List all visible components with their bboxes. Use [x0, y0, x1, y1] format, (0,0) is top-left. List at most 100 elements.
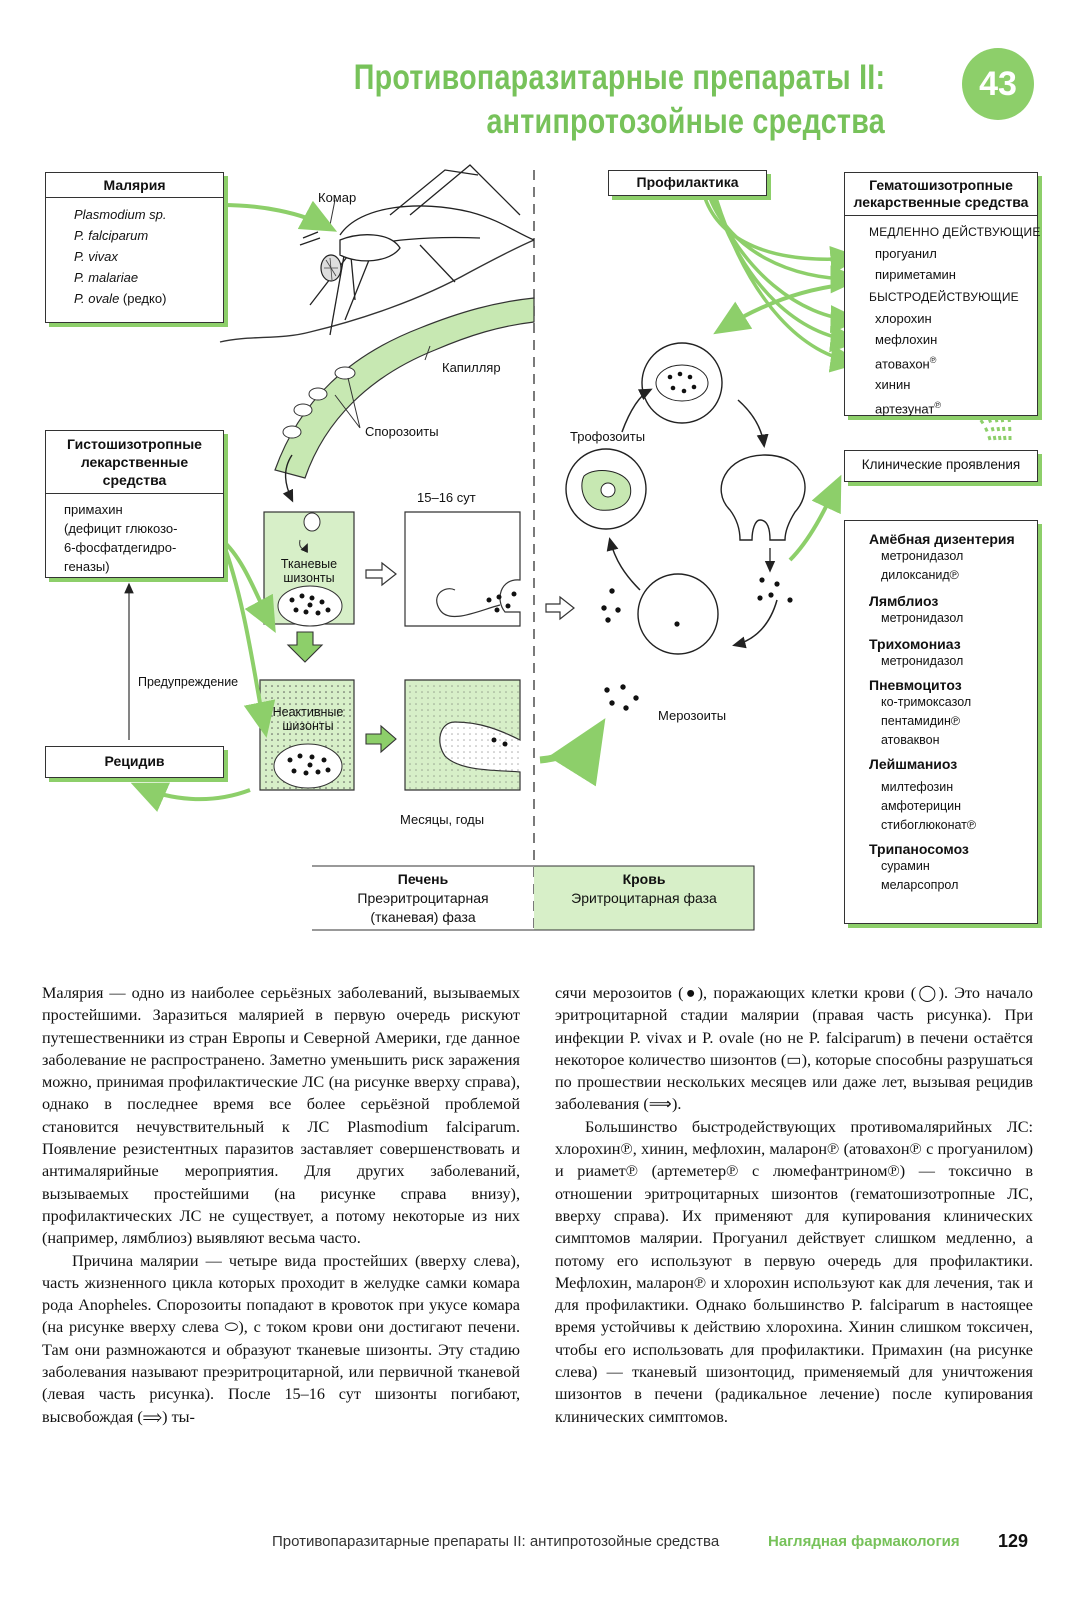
body-column-left: Малярия — одно из наиболее серьёзных заб…: [42, 982, 520, 1428]
disease-drug: метронидазол: [881, 654, 964, 668]
phase-liver-line2: (тканевая) фаза: [370, 909, 476, 925]
species-item: P. falciparum: [74, 228, 149, 243]
histo-note: (дефицит глюкозо-: [64, 521, 178, 536]
mosquito-drawing: [299, 164, 535, 336]
sporozoite: [334, 366, 356, 380]
histo-note: геназы): [64, 559, 110, 574]
slow-acting-heading: МЕДЛЕННО ДЕЙСТВУЮЩИЕ: [869, 225, 1041, 239]
erythrocyte-rupturing: [720, 454, 806, 541]
label-sporozoites: Спорозоиты: [365, 424, 439, 439]
page-number: 129: [998, 1531, 1029, 1551]
lifecycle-diagram: [124, 164, 1012, 931]
disease-drug: сурамин: [881, 859, 930, 873]
phase-blood-title: Кровь: [622, 871, 666, 887]
body-column-right: сячи мерозоитов (●), поражающих клетки к…: [555, 982, 1033, 1428]
label-inactive-1: Неактивные: [272, 705, 344, 719]
species-note: (редко): [122, 291, 167, 306]
body-paragraph: сячи мерозоитов (●), поражающих клетки к…: [555, 984, 1033, 1114]
disease-drug: пентамидин℗: [881, 714, 961, 728]
trademark-mark: ℗: [934, 400, 941, 411]
label-months-years: Месяцы, годы: [400, 812, 485, 827]
disease-name: Трихомониаз: [869, 636, 961, 652]
disease-drug: метронидазол: [881, 611, 964, 625]
body-paragraph: Причина малярии — четыре вида простейших…: [42, 1251, 520, 1426]
disease-name: Трипаносомоз: [869, 841, 969, 857]
phase-liver-line1: Преэритроцитарная: [357, 890, 489, 906]
species-item: P. vivax: [74, 249, 118, 264]
label-capillary: Капилляр: [442, 360, 501, 375]
sporozoite: [282, 425, 302, 439]
disease-drug: амфотерицин: [881, 799, 962, 813]
body-paragraph: Малярия — одно из наиболее серьёзных заб…: [42, 984, 520, 1248]
histo-note: 6-фосфатдегидро-: [64, 540, 177, 555]
footer-book-title: Наглядная фармакология: [768, 1533, 960, 1550]
label-tissue-schizonts-2: шизонты: [283, 571, 335, 585]
fast-drug: хинин: [875, 377, 911, 393]
disease-name: Амёбная дизентерия: [869, 531, 1015, 547]
label-days: 15–16 сут: [417, 490, 476, 505]
capillary: [274, 297, 535, 479]
page-title-line1: Противопаразитарные препараты II:: [353, 58, 885, 97]
relapse-box: Рецидив: [45, 746, 224, 778]
page-title-line2: антипротозойные средства: [486, 102, 885, 141]
merozoites-group: [601, 588, 621, 623]
sporozoite: [308, 387, 328, 401]
species-item: P. ovale: [74, 291, 120, 306]
phase-blood: Кровь Эритроцитарная фаза: [534, 870, 754, 908]
label-inactive-schizonts: Неактивные шизонты: [269, 705, 347, 733]
fast-drug: мефлохин: [875, 332, 938, 347]
prophylaxis-title: Профилактика: [636, 174, 739, 190]
species-item: P. malariae: [74, 270, 139, 285]
diseases-box: Амёбная дизентерия метронидазол дилоксан…: [844, 520, 1038, 924]
hemato-title-line1: Гематошизотропные: [869, 177, 1013, 193]
disease-name: Пневмоцитоз: [869, 677, 962, 693]
histo-drug: примахин: [64, 502, 123, 517]
fast-drug: артезунат: [875, 401, 935, 417]
label-tissue-schizonts: Тканевые шизонты: [276, 557, 342, 585]
disease-drug: атоваквон: [881, 733, 940, 747]
footer-running-title: Противопаразитарные препараты II: антипр…: [272, 1533, 720, 1550]
phase-liver-title: Печень: [397, 871, 449, 887]
disease-drug: дилоксанид℗: [881, 568, 959, 582]
hemato-title-line2: лекарственные средства: [853, 194, 1029, 210]
skin-outline: [219, 239, 535, 343]
relapse-title: Рецидив: [104, 753, 165, 769]
histo-title-line1: Гистошизотропные: [67, 436, 202, 452]
phase-box-blood-bg: [534, 866, 754, 930]
fast-drug: атовахон: [875, 356, 930, 372]
chapter-badge: 43: [962, 48, 1034, 120]
clinical-title: Клинические проявления: [861, 457, 1021, 472]
hematoschizotropic-box: Гематошизотропные лекарственные средства…: [844, 172, 1041, 417]
label-inactive-2: шизонты: [282, 719, 334, 733]
erythrocyte-new: [637, 573, 719, 655]
ruptured-liver-cell: [404, 511, 521, 627]
phase-liver: Печень Преэритроцитарная (тканевая) фаза: [312, 870, 534, 927]
fast-drug: хлорохин: [875, 311, 932, 326]
species-item: Plasmodium sp.: [74, 207, 167, 222]
label-trophozoites: Трофозоиты: [570, 429, 646, 444]
disease-drug: милтефозин: [881, 780, 954, 794]
malaria-box: Малярия Plasmodium sp. P. falciparum P. …: [45, 172, 224, 323]
disease-name: Лейшманиоз: [869, 756, 958, 772]
histoschizotropic-box: Гистошизотропные лекарственные средства …: [45, 430, 224, 578]
malaria-box-title: Малярия: [46, 173, 223, 198]
label-merozoites: Мерозоиты: [658, 708, 727, 723]
fast-acting-heading: БЫСТРОДЕЙСТВУЮЩИЕ: [869, 290, 1019, 304]
disease-drug: метронидазол: [881, 549, 964, 563]
label-prevention: Предупреждение: [138, 675, 239, 689]
disease-drug: меларсопрол: [881, 878, 959, 892]
phase-blood-line1: Эритроцитарная фаза: [571, 890, 717, 906]
clinical-manifestations-box: Клинические проявления: [844, 450, 1038, 482]
label-tissue-schizonts-1: Тканевые: [280, 557, 338, 571]
trademark-mark: ℗: [929, 355, 937, 365]
body-paragraph: Большинство быстродействующих противомал…: [555, 1117, 1033, 1426]
slow-drug: прогуанил: [875, 246, 937, 261]
prophylaxis-box: Профилактика: [608, 170, 767, 196]
disease-name: Лямблиоз: [869, 593, 939, 609]
disease-drug: ко-тримоксазол: [881, 695, 972, 709]
histo-title-line2: лекарственные средства: [80, 454, 189, 488]
sporozoite: [293, 403, 313, 417]
disease-drug: стибоглюконат℗: [881, 818, 977, 832]
slow-drug: пириметамин: [875, 267, 956, 282]
label-mosquito: Комар: [318, 190, 357, 205]
